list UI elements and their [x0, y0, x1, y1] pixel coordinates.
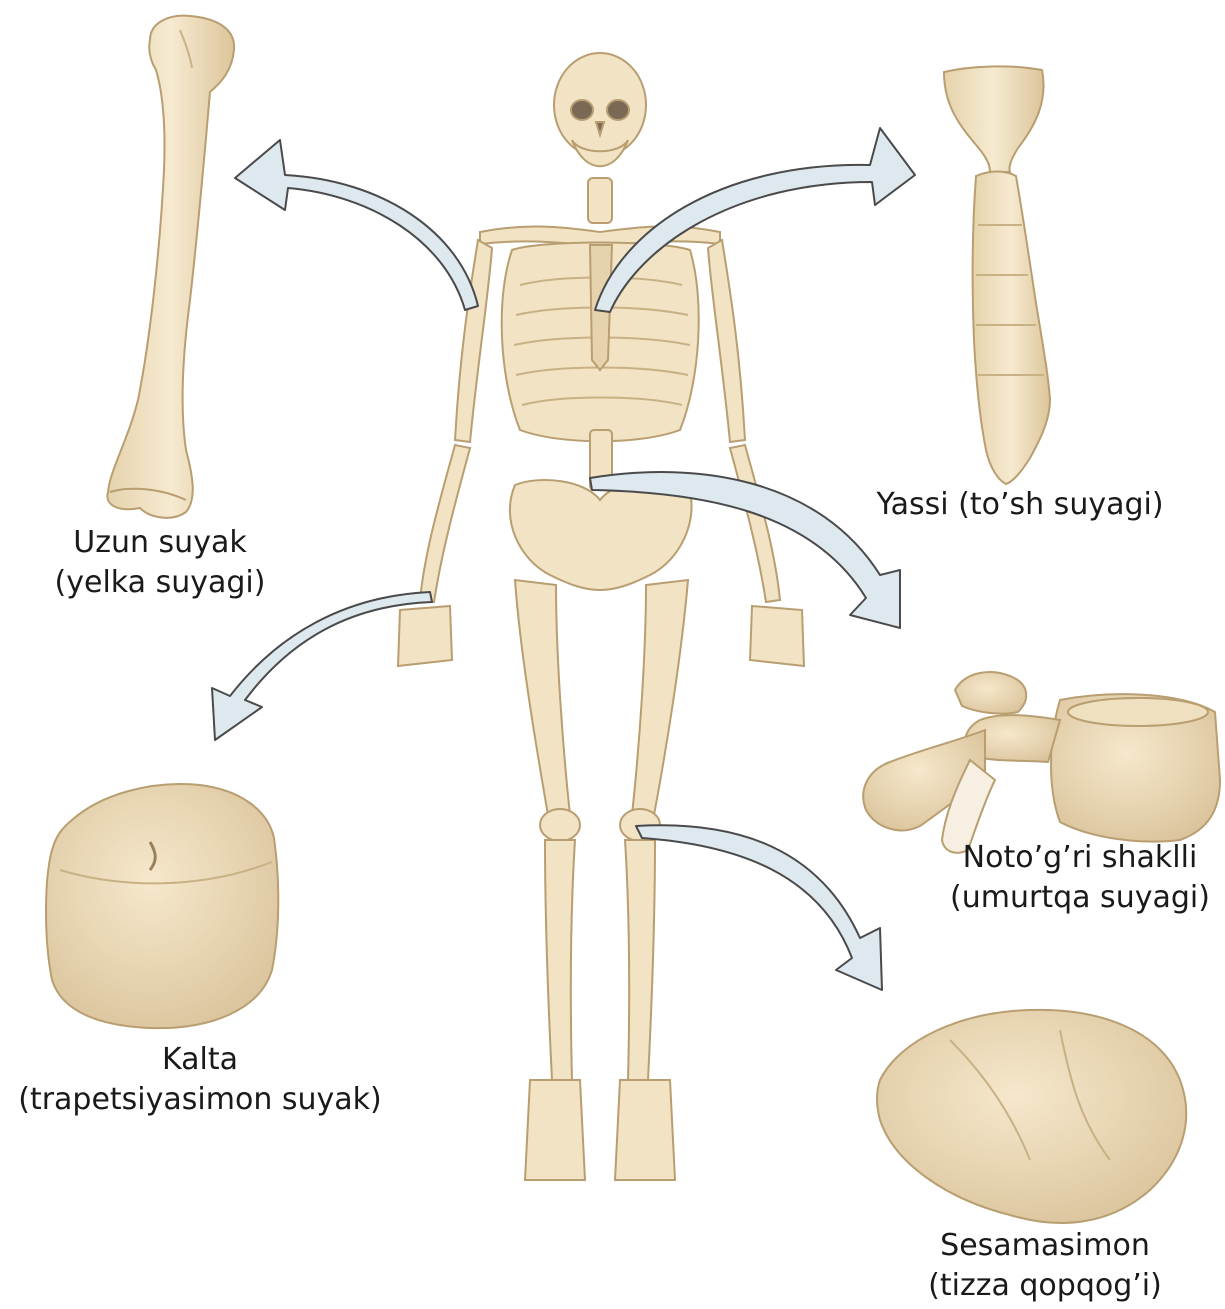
irregular-bone-label-line2: (umurtqa suyagi) [930, 878, 1225, 918]
flat-bone-label-line1: Yassi (to’sh suyagi) [850, 485, 1190, 525]
sesamoid-bone-label-line1: Sesamasimon [880, 1226, 1210, 1266]
flat-bone-label: Yassi (to’sh suyagi) [850, 485, 1190, 525]
arrow-to-long-bone [235, 140, 478, 310]
skeleton-image [398, 53, 804, 1180]
long-bone-label: Uzun suyak (yelka suyagi) [10, 523, 310, 603]
arrow-to-sesamoid-bone [636, 825, 882, 990]
long-bone-label-line1: Uzun suyak [10, 523, 310, 563]
short-bone-label-line2: (trapetsiyasimon suyak) [0, 1080, 400, 1120]
long-bone-label-line2: (yelka suyagi) [10, 563, 310, 603]
short-bone-label: Kalta (trapetsiyasimon suyak) [0, 1040, 400, 1120]
irregular-bone-label-line1: Noto’g’ri shaklli [930, 838, 1225, 878]
sternum-bone-image [944, 66, 1050, 484]
sesamoid-bone-label-line2: (tizza qopqog’i) [880, 1266, 1210, 1306]
sesamoid-bone-label: Sesamasimon (tizza qopqog’i) [880, 1226, 1210, 1306]
trapezium-bone-image [46, 784, 278, 1028]
irregular-bone-label: Noto’g’ri shaklli (umurtqa suyagi) [930, 838, 1225, 918]
vertebra-bone-image [863, 672, 1220, 853]
humerus-bone-image [107, 16, 234, 518]
short-bone-label-line1: Kalta [0, 1040, 400, 1080]
patella-bone-image [877, 1010, 1186, 1223]
